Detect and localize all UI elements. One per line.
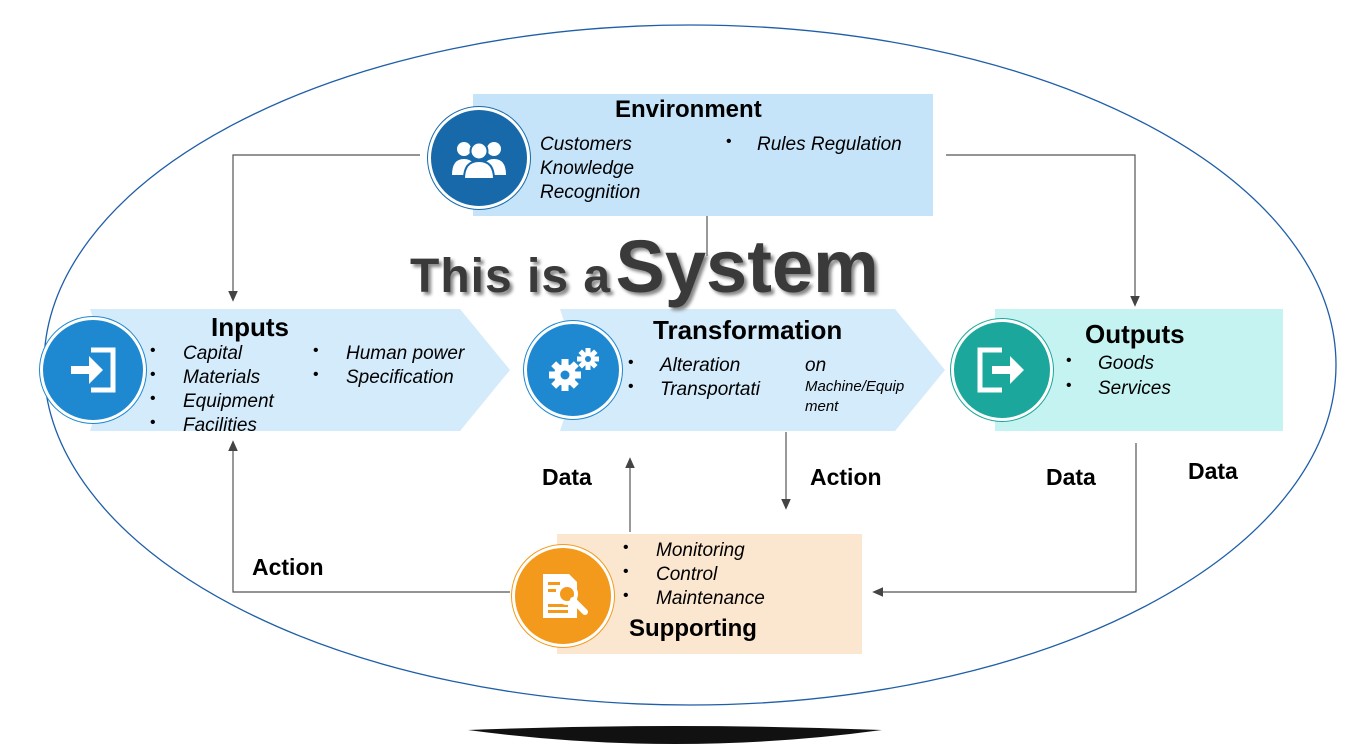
bullet: •	[150, 390, 156, 407]
title-prefix: This is a	[410, 250, 612, 303]
transformation-item: on	[805, 355, 827, 376]
outputs-circle	[951, 319, 1053, 421]
environment-item: Customers	[540, 134, 632, 155]
inputs-item: Capital	[183, 343, 243, 364]
bullet: •	[623, 563, 629, 580]
environment-box	[473, 94, 933, 216]
bullet: •	[623, 587, 629, 604]
supporting-item: Control	[656, 564, 718, 585]
base-shadow	[468, 726, 882, 744]
sign-in-icon	[67, 346, 119, 394]
environment-item: Knowledge	[540, 158, 635, 179]
edge-label-action: Action	[252, 554, 324, 580]
outputs-to-support-connector	[872, 443, 1137, 597]
bullet: •	[623, 539, 629, 556]
transformation-title: Transformation	[653, 315, 843, 345]
outputs-item: Goods	[1098, 353, 1154, 374]
edge-label-data: Data	[542, 464, 592, 490]
bullet: •	[1066, 352, 1072, 369]
bullet: •	[150, 366, 156, 383]
transformation-item: Machine/Equip	[805, 378, 905, 395]
outputs-item: Services	[1098, 378, 1171, 399]
bullet: •	[726, 133, 732, 150]
edge-label-data: Data	[1188, 458, 1238, 484]
environment-item: Rules Regulation	[757, 134, 902, 155]
inputs-circle	[40, 317, 146, 423]
bullet: •	[150, 342, 156, 359]
bullet: •	[1066, 377, 1072, 394]
env-to-inputs-connector	[228, 154, 420, 302]
inputs-item: Materials	[183, 367, 261, 388]
bullet: •	[313, 366, 319, 383]
inputs-item: Specification	[346, 367, 454, 388]
environment-item: Recognition	[540, 182, 641, 203]
env-to-outputs-connector	[946, 154, 1140, 307]
transformation-arrow-shape	[560, 309, 945, 431]
people-icon	[449, 135, 509, 181]
transformation-circle	[524, 321, 622, 419]
bullet: •	[150, 414, 156, 431]
sign-out-icon	[976, 346, 1028, 394]
document-search-icon	[535, 568, 591, 624]
bullet: •	[313, 342, 319, 359]
diagram-title: This is a System	[410, 224, 930, 308]
inputs-title: Inputs	[211, 312, 289, 342]
supporting-item: Monitoring	[656, 540, 745, 561]
transformation-item: Alteration	[660, 355, 741, 376]
inputs-item: Facilities	[183, 415, 257, 436]
transformation-item: ment	[805, 398, 839, 415]
supporting-title: Supporting	[629, 615, 757, 642]
outputs-title: Outputs	[1085, 319, 1185, 349]
environment-circle	[428, 107, 530, 209]
bullet: •	[628, 354, 634, 371]
environment-title: Environment	[615, 96, 762, 123]
supporting-item: Maintenance	[656, 588, 765, 609]
edge-label-action: Action	[810, 464, 882, 490]
gears-icon	[543, 345, 603, 395]
title-main: System	[615, 225, 879, 308]
inputs-item: Equipment	[183, 391, 274, 412]
bullet: •	[628, 378, 634, 395]
inputs-item: Human power	[346, 343, 465, 364]
supporting-circle	[512, 545, 614, 647]
edge-label-data: Data	[1046, 464, 1096, 490]
transformation-item: Transportati	[660, 379, 760, 400]
inputs-arrow-shape	[90, 309, 510, 431]
support-to-inputs-connector	[228, 440, 510, 593]
